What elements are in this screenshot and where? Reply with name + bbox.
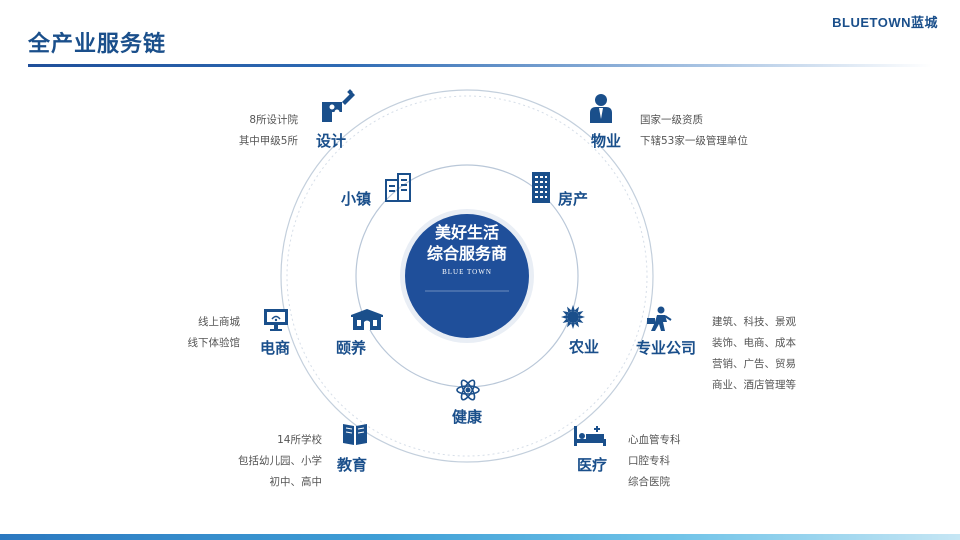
education-note: 初中、高中 [269,476,323,488]
property-notes: 国家一级资质 下辖53家一级管理单位 [640,110,748,152]
brand-logo: BLUETOWN蓝城 [832,15,938,30]
sunflower-icon [560,304,586,334]
ecommerce-note: 线下体验馆 [187,337,241,349]
center-line-3: BLUE TOWN [442,268,492,276]
elderly-home-icon [349,307,385,335]
inner-node-realestate: 房产 [558,190,589,208]
education-note: 14所学校 [277,434,322,446]
monitor-icon [263,308,289,336]
property-note: 下辖53家一级管理单位 [640,135,748,147]
center-circle [405,214,529,338]
outer-node-design: 设计 [316,132,347,150]
ecommerce-note: 线上商城 [198,316,240,328]
realestate-tower-icon [530,170,552,208]
book-icon [341,421,369,451]
medical-notes: 心血管专科 口腔专科 综合医院 [628,430,681,493]
worker-icon [645,306,673,336]
professional-note: 商业、酒店管理等 [712,379,796,391]
professional-note: 装饰、电商、成本 [712,337,796,349]
health-atom-icon [455,377,481,407]
education-note: 包括幼儿园、小学 [238,455,322,467]
outer-node-professional: 专业公司 [636,339,697,357]
professional-note: 营销、广告、贸易 [712,358,796,370]
inner-ring [355,164,579,388]
design-puzzle-icon [318,88,358,128]
center-label: 美好生活 综合服务商 BLUE TOWN [406,222,528,276]
outer-ring [280,89,654,463]
medical-note: 综合医院 [628,476,670,488]
outer-ring-dotted [286,95,648,457]
town-building-icon [384,172,412,206]
professional-note: 建筑、科技、景观 [712,316,796,328]
property-note: 国家一级资质 [640,114,703,126]
title-underline [28,64,932,67]
center-line-2: 综合服务商 [426,244,507,263]
professional-notes: 建筑、科技、景观 装饰、电商、成本 营销、广告、贸易 商业、酒店管理等 [712,312,796,396]
inner-node-elderly: 颐养 [336,339,367,357]
page-title: 全产业服务链 [28,32,167,57]
design-note: 8所设计院 [249,114,298,126]
medical-note: 口腔专科 [628,455,670,467]
design-note: 其中甲级5所 [238,135,298,147]
center-line-1: 美好生活 [434,223,499,242]
outer-node-education: 教育 [337,456,368,474]
property-manager-icon [588,93,614,127]
inner-node-health: 健康 [452,408,483,426]
ecommerce-notes: 线上商城 线下体验馆 [160,312,241,354]
education-notes: 14所学校 包括幼儿园、小学 初中、高中 [230,430,322,493]
design-notes: 8所设计院 其中甲级5所 [206,110,298,152]
hospital-bed-icon [572,424,608,452]
footer-bar [0,534,960,540]
inner-node-agriculture: 农业 [569,338,600,356]
outer-node-ecommerce: 电商 [260,339,291,357]
outer-node-medical: 医疗 [577,456,608,474]
inner-node-town: 小镇 [341,190,372,208]
medical-note: 心血管专科 [628,434,681,446]
outer-node-property: 物业 [591,132,622,150]
